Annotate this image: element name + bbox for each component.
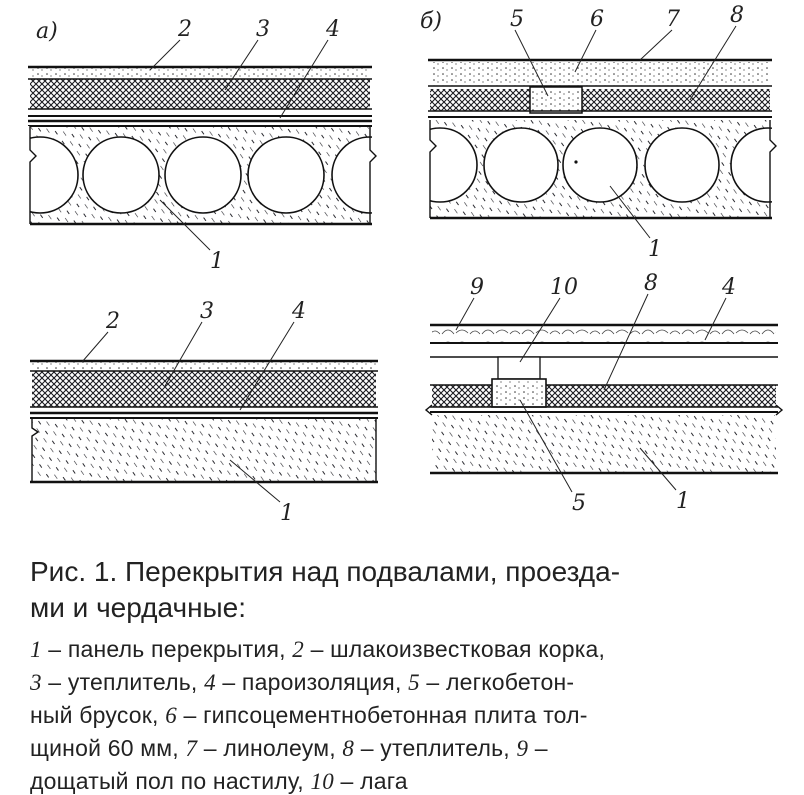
legend-line: 1 – панель перекрытия, 2 – шлакоизвестко…	[30, 636, 800, 663]
callout-1: 1	[648, 237, 662, 262]
legend-number: 4	[204, 670, 216, 695]
legend-text: – линолеум,	[197, 735, 343, 761]
legend-text: – шлакоизвестковая корка,	[303, 636, 606, 662]
panel-a-bottom-section: 2 3 4 1	[30, 299, 378, 526]
callout-7: 7	[666, 7, 680, 32]
panel-b-top-section: б) 5 6 7 8 1	[396, 3, 804, 262]
legend-number: 10	[310, 769, 334, 794]
legend-text: – лага	[333, 768, 408, 794]
legend-text: – утеплитель,	[354, 735, 517, 761]
callout-4: 4	[325, 17, 340, 42]
legend-text: – гипсоцементнобетонная плита тол-	[176, 702, 588, 728]
callout-5: 5	[510, 7, 524, 32]
legend-text: – пароизоляция,	[215, 669, 409, 695]
legend-number: 3	[30, 670, 42, 695]
panel-b-label: б)	[420, 9, 442, 34]
callout-2: 2	[177, 17, 192, 42]
callout-4: 4	[721, 275, 736, 300]
legend-text: дощатый пол по настилу,	[30, 768, 311, 794]
caption-title-line-2: ми и чердачные:	[30, 592, 247, 623]
legend-text: – утеплитель,	[41, 669, 205, 695]
callout-10: 10	[550, 275, 578, 300]
legend-text: – панель перекрытия,	[41, 636, 293, 662]
legend-line: дощатый пол по настилу, 10 – лага	[30, 768, 800, 795]
callout-1: 1	[676, 489, 690, 514]
panel-a-top-section: а) 2 3 4 1	[0, 17, 412, 274]
callout-8: 8	[730, 3, 744, 28]
floor-section-figure: а) 2 3 4 1	[0, 3, 804, 526]
callout-6: 6	[590, 7, 604, 32]
callout-3: 3	[200, 299, 214, 324]
callout-8: 8	[644, 271, 658, 296]
panel-a-label: а)	[36, 19, 58, 44]
legend-number: 5	[408, 670, 420, 695]
legend-text: щиной 60 мм,	[30, 735, 186, 761]
legend-number: 9	[516, 736, 529, 761]
legend-line: 3 – утеплитель, 4 – пароизоляция, 5 – ле…	[30, 669, 800, 696]
legend-line: щиной 60 мм, 7 – линолеум, 8 – утеплител…	[30, 735, 800, 762]
callout-2: 2	[105, 309, 120, 334]
panel-b-bottom-section: 9 10 8 4 5 1	[424, 271, 784, 516]
legend-text: ный брусок,	[30, 702, 166, 728]
legend-text: – легкобетон-	[419, 669, 575, 695]
legend-line: ный брусок, 6 – гипсоцементнобетонная пл…	[30, 702, 800, 729]
legend-number: 6	[165, 703, 177, 728]
legend-text: –	[528, 735, 548, 761]
callout-3: 3	[256, 17, 270, 42]
caption-title-line-1: Рис. 1. Перекрытия над подвалами, проезд…	[30, 556, 621, 587]
legend-number: 2	[292, 637, 304, 662]
callout-9: 9	[470, 275, 484, 300]
callout-1: 1	[280, 501, 294, 526]
callout-5: 5	[572, 491, 586, 516]
callout-1: 1	[210, 249, 224, 274]
callout-4: 4	[291, 299, 306, 324]
legend-number: 8	[342, 736, 355, 761]
legend-number: 1	[30, 637, 42, 662]
legend-number: 7	[185, 736, 198, 761]
